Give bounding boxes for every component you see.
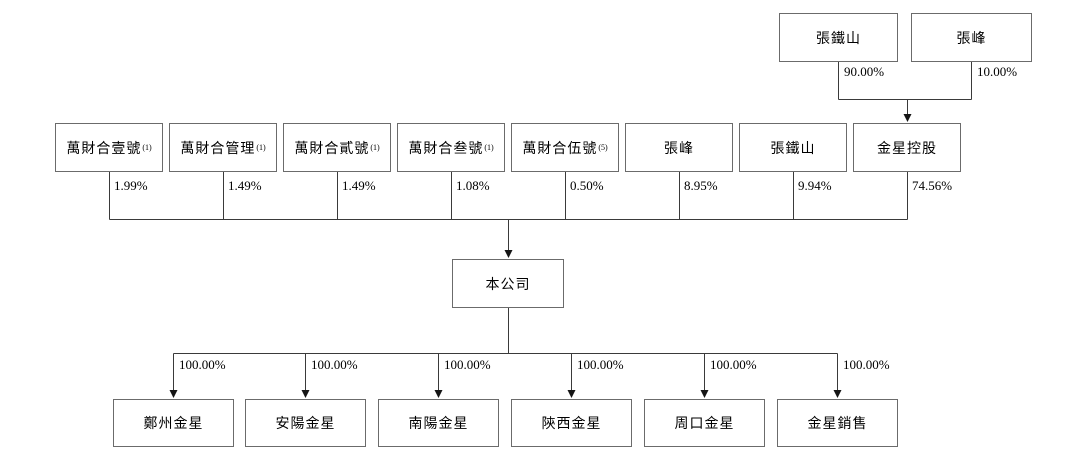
node-label: 本公司 — [485, 277, 531, 293]
node-label: 張峰 — [956, 31, 987, 47]
node-label: 萬財合貳號 — [294, 141, 370, 157]
pct-jinxing-sales: 100.00% — [843, 357, 890, 372]
node-zhangtieshan: 張鐵山 — [739, 123, 847, 172]
node-label: 萬財合伍號 — [522, 141, 598, 157]
pct-jinxing-holdings: 74.56% — [912, 178, 953, 193]
company-drop-line — [173, 308, 838, 354]
node-label: 萬財合壹號 — [66, 141, 142, 157]
node-label: 萬財合叁號 — [408, 141, 484, 157]
arrowhead-into-sub0 — [169, 390, 178, 398]
node-wancaihe-no3: 萬財合叁號(1) — [397, 123, 505, 172]
pct-wancaihe-no3: 1.08% — [456, 178, 490, 193]
arrowhead-into-holdings — [903, 114, 912, 122]
node-zhangtieshan-founder: 張鐵山 — [779, 13, 898, 62]
shareholders-bus — [109, 219, 908, 251]
pct-wancaihe-no5: 0.50% — [570, 178, 604, 193]
arrowhead-into-company — [504, 250, 513, 258]
node-label: 張峰 — [664, 141, 694, 157]
connector-paths — [109, 62, 972, 391]
node-zhengzhou-jinxing: 鄭州金星 — [113, 399, 234, 447]
node-label: 金星控股 — [877, 141, 937, 157]
node-company: 本公司 — [452, 259, 564, 308]
node-zhangfeng: 張峰 — [625, 123, 733, 172]
pct-zhoukou-jinxing: 100.00% — [710, 357, 757, 372]
node-label: 張鐵山 — [816, 31, 861, 47]
founders-connector — [838, 62, 972, 115]
arrowhead-into-sub3 — [567, 390, 576, 398]
pct-nanyang-jinxing: 100.00% — [444, 357, 491, 372]
node-zhoukou-jinxing: 周口金星 — [644, 399, 765, 447]
node-label: 鄭州金星 — [143, 417, 204, 432]
node-wancaihe-no1: 萬財合壹號(1) — [55, 123, 163, 172]
arrowheads — [169, 114, 912, 398]
node-wancaihe-no2: 萬財合貳號(1) — [283, 123, 391, 172]
node-wancaihe-management: 萬財合管理(1) — [169, 123, 277, 172]
shareholders-drop-lines — [109, 172, 908, 220]
pct-zhangtieshan-founder: 90.00% — [844, 64, 885, 79]
arrowhead-into-sub4 — [700, 390, 709, 398]
node-label: 張鐵山 — [770, 141, 816, 157]
pct-wancaihe-management: 1.49% — [228, 178, 262, 193]
pct-wancaihe-no1: 1.99% — [114, 178, 148, 193]
subsidiaries-drop-lines — [173, 353, 838, 391]
node-jinxing-holdings: 金星控股 — [853, 123, 961, 172]
pct-zhengzhou-jinxing: 100.00% — [179, 357, 226, 372]
pct-anyang-jinxing: 100.00% — [311, 357, 358, 372]
node-label: 陝西金星 — [541, 417, 602, 432]
arrowhead-into-sub5 — [833, 390, 842, 398]
arrowhead-into-sub2 — [434, 390, 443, 398]
node-zhangfeng-founder: 張峰 — [911, 13, 1032, 62]
node-shaanxi-jinxing: 陝西金星 — [511, 399, 632, 447]
pct-zhangfeng-founder: 10.00% — [977, 64, 1018, 79]
pct-shaanxi-jinxing: 100.00% — [577, 357, 624, 372]
node-label: 周口金星 — [674, 417, 735, 432]
node-label: 萬財合管理 — [180, 141, 256, 157]
node-nanyang-jinxing: 南陽金星 — [378, 399, 499, 447]
pct-zhangfeng: 8.95% — [684, 178, 718, 193]
node-label: 南陽金星 — [408, 417, 469, 432]
arrowhead-into-sub1 — [301, 390, 310, 398]
pct-zhangtieshan: 9.94% — [798, 178, 832, 193]
node-label: 安陽金星 — [275, 417, 336, 432]
pct-wancaihe-no2: 1.49% — [342, 178, 376, 193]
node-anyang-jinxing: 安陽金星 — [245, 399, 366, 447]
node-wancaihe-no5: 萬財合伍號(5) — [511, 123, 619, 172]
node-jinxing-sales: 金星銷售 — [777, 399, 898, 447]
node-label: 金星銷售 — [807, 417, 868, 432]
